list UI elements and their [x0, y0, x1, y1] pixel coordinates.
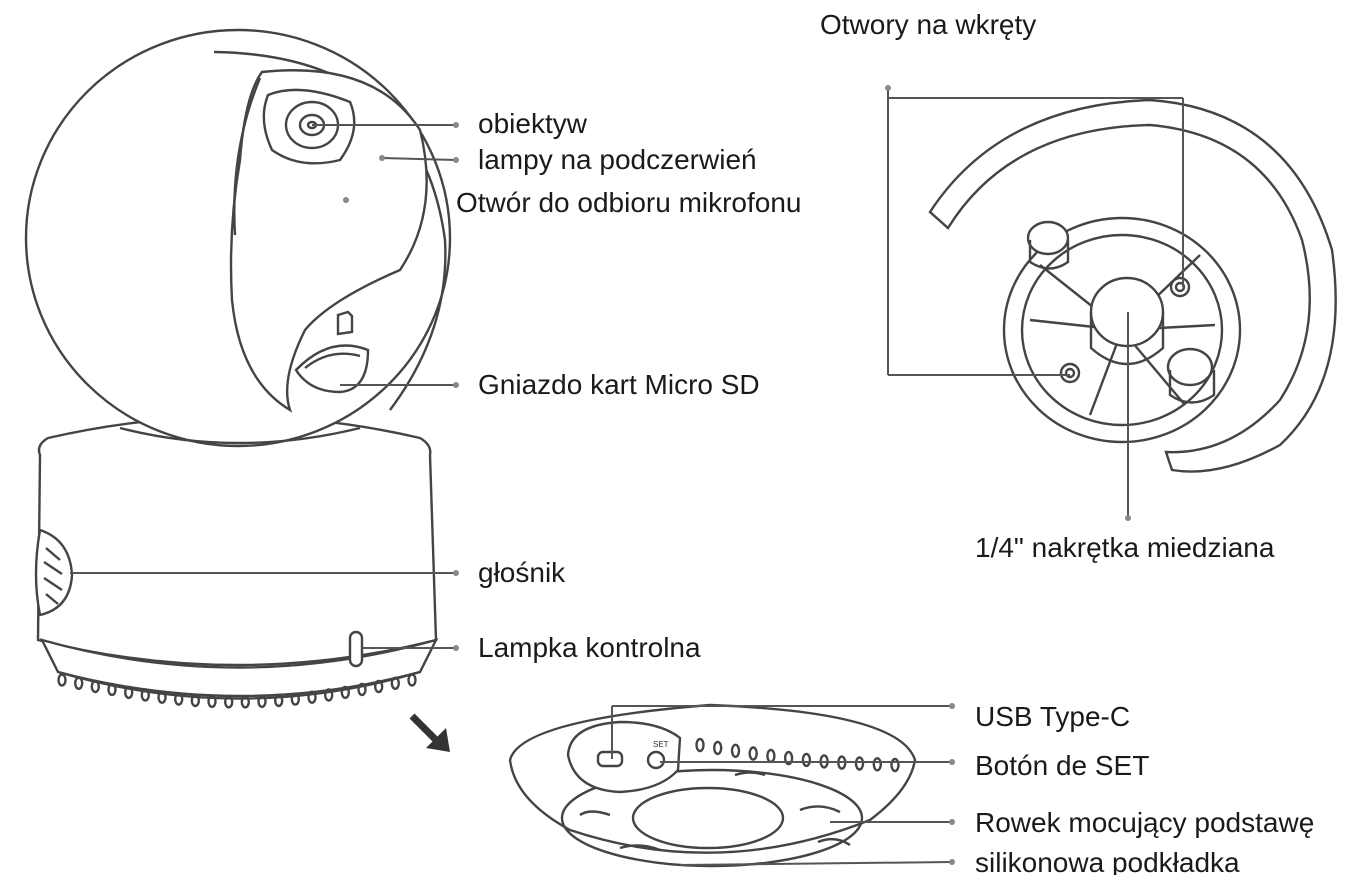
screw-holes-label: Otwory na wkręty [820, 9, 1036, 40]
groove-label: Rowek mocujący podstawę [975, 807, 1314, 838]
pad-callout [680, 859, 955, 865]
mic-label: Otwór do odbioru mikrofonu [456, 187, 802, 218]
lens-label: obiektyw [478, 108, 588, 139]
indicator-label: Lampka kontrolna [478, 632, 701, 663]
camera-head [26, 30, 450, 446]
vent-hole [409, 675, 416, 686]
pad-label: silikonowa podkładka [975, 847, 1240, 875]
sd-slot-label: Gniazdo kart Micro SD [478, 369, 760, 400]
indicator-lamp [350, 632, 362, 666]
ir-lamps-label: lampy na podczerwień [478, 144, 757, 175]
mount-bracket [930, 100, 1336, 472]
set-marking: SET [653, 740, 669, 749]
base-bottom-view: SET [510, 705, 915, 866]
camera-base-body [38, 417, 436, 699]
set-button-label: Botón de SET [975, 750, 1149, 781]
nut-label: 1/4" nakrętka miedziana [975, 532, 1275, 563]
usb-label: USB Type-C [975, 701, 1130, 732]
vent-hole [59, 675, 66, 686]
vent-hole [75, 678, 82, 689]
mic-callout [343, 197, 349, 203]
speaker-label: głośnik [478, 557, 566, 588]
arrow-icon [412, 716, 450, 752]
